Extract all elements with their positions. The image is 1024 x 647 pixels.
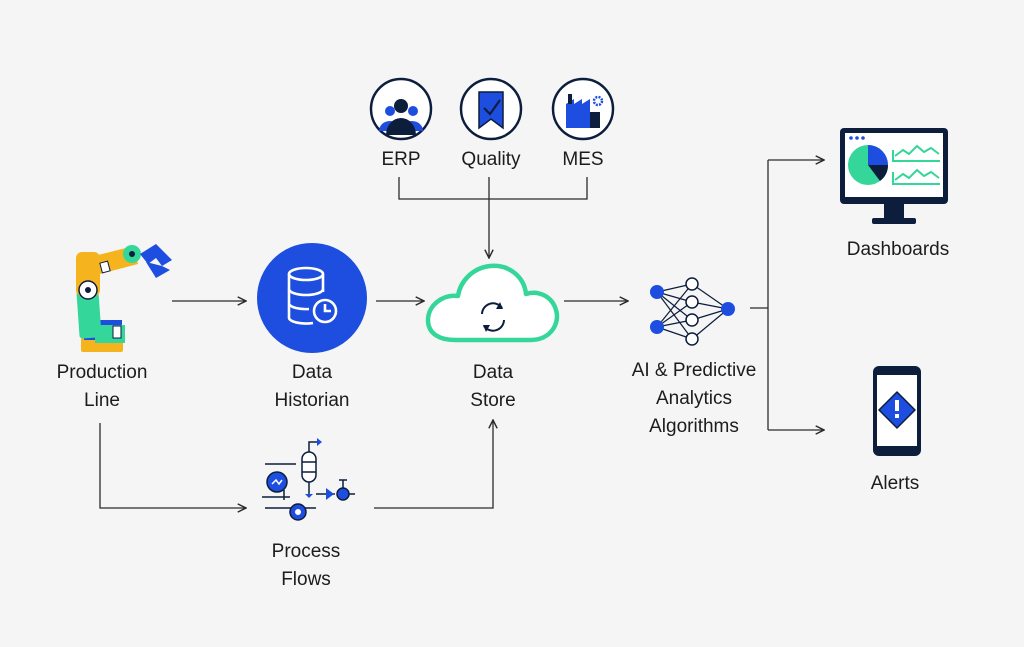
process-flow-icon	[262, 438, 355, 521]
erp-label: ERP	[381, 149, 421, 170]
monitor-chart-icon	[840, 128, 948, 224]
line-erp-mes-bracket	[398, 177, 588, 200]
database-clock-icon	[257, 243, 367, 353]
neural-network-icon	[650, 277, 735, 346]
arrow-process-to-store	[374, 420, 493, 509]
people-icon	[369, 77, 433, 141]
mes-label: MES	[562, 149, 604, 170]
data-historian-label: Data Historian	[274, 362, 350, 411]
process-flows-label: Process Flows	[271, 541, 341, 590]
quality-label: Quality	[461, 149, 521, 170]
data-store-label: Data Store	[470, 362, 516, 411]
factory-gear-icon	[551, 77, 615, 141]
phone-alert-icon	[873, 366, 921, 456]
production-line-label: Production Line	[56, 362, 148, 411]
robot-arm-icon	[76, 244, 172, 352]
arrow-to-dashboards	[767, 160, 824, 430]
alerts-label: Alerts	[870, 473, 920, 494]
dashboards-label: Dashboards	[846, 239, 950, 260]
connectors	[99, 160, 824, 509]
ai-label: AI & Predictive Analytics Algorithms	[631, 360, 757, 437]
ribbon-check-icon	[459, 77, 523, 141]
arrow-production-to-process	[99, 423, 246, 508]
cloud-sync-icon	[425, 263, 560, 343]
